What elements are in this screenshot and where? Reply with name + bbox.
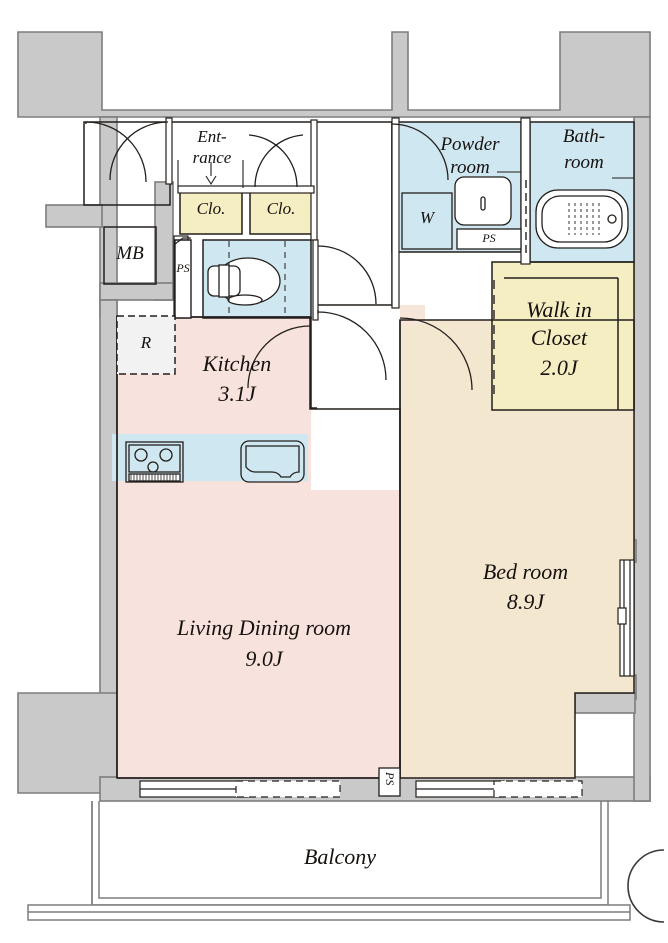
washing-machine-box	[401, 192, 453, 250]
toilet-icon	[207, 241, 286, 317]
closet-right-fill	[250, 192, 312, 234]
closet-left-fill	[180, 192, 242, 234]
bathtub-icon	[535, 189, 629, 249]
entrance-leader-lines	[177, 160, 244, 188]
ps-shaft-bath	[456, 228, 522, 250]
balcony-outline	[27, 801, 631, 921]
door-swings	[85, 121, 473, 391]
structural-walls	[17, 31, 651, 118]
living-dining-fill-2	[117, 490, 400, 778]
kitchen-sink-icon	[240, 440, 305, 483]
ps-shaft-hall	[174, 237, 192, 319]
refrigerator-space	[116, 315, 176, 375]
windows	[139, 559, 635, 798]
walkin-closet-fill	[492, 262, 634, 410]
gas-stove-icon	[125, 441, 184, 483]
hall-fill	[400, 305, 425, 325]
washbasin-icon	[454, 176, 512, 226]
balcony-corner-arc	[627, 849, 665, 923]
ps-shaft-balcony	[378, 767, 401, 797]
bedroom-fill-2	[400, 320, 634, 693]
